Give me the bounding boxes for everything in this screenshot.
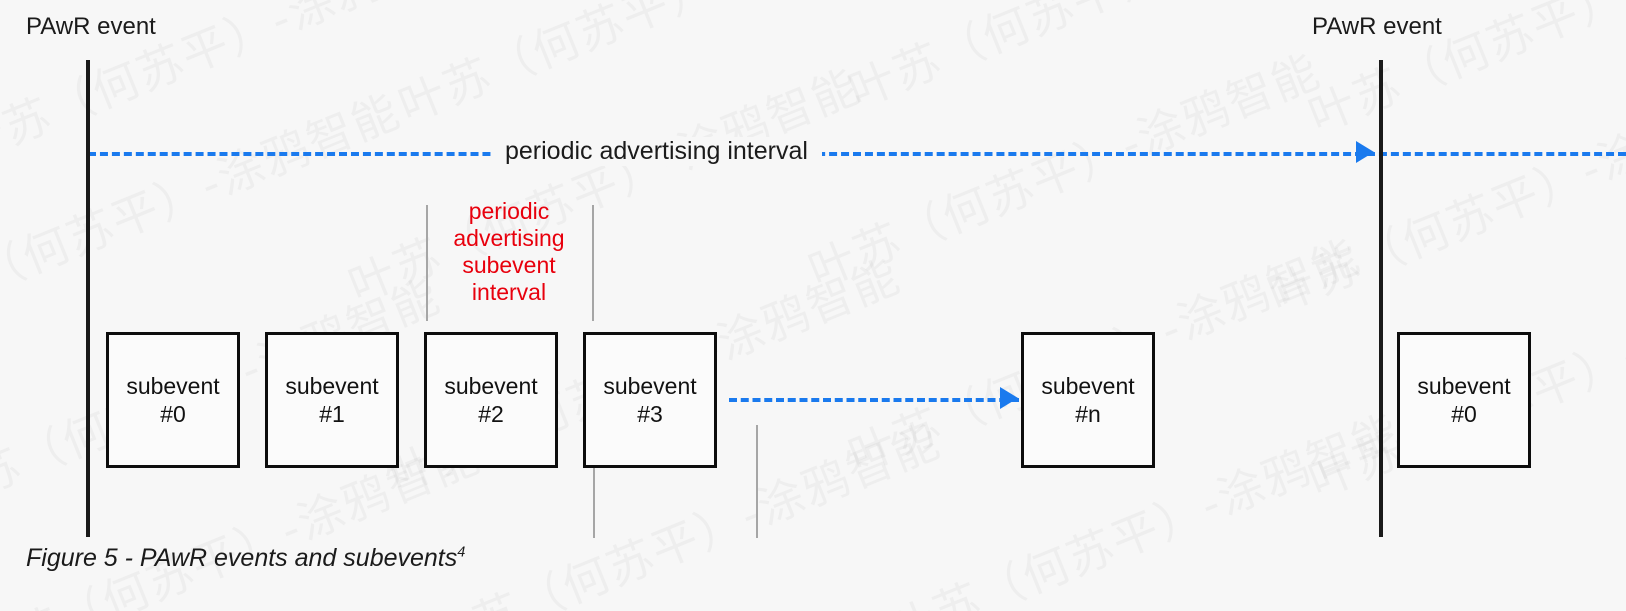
watermark-text: 叶苏（何苏平）-涂鸦智能 — [388, 0, 920, 136]
subevent-interval-label-line-2: advertising — [453, 224, 565, 251]
figure-caption: Figure 5 - PAwR events and subevents4 — [26, 544, 465, 573]
periodic-advertising-interval-line — [88, 152, 1626, 156]
subevent-box-3-number: #3 — [637, 401, 663, 427]
subevent-box-1[interactable]: subevent #1 — [265, 332, 399, 468]
periodic-advertising-subevent-interval-label: periodic advertising subevent interval — [429, 198, 589, 306]
subevent-box-next-event-0[interactable]: subevent #0 — [1397, 332, 1531, 468]
subevent-interval-guide-lower-right — [756, 425, 758, 538]
watermark-text: 叶苏（何苏平）-涂鸦智能 — [0, 420, 489, 611]
subevent-interval-guide-lower-left — [593, 425, 595, 538]
subevent-box-3-name: subevent — [603, 372, 697, 399]
pawr-event-label-left: PAwR event — [26, 13, 156, 40]
subevent-box-0[interactable]: subevent #0 — [106, 332, 240, 468]
subevent-box-1-name: subevent — [285, 372, 379, 399]
subevent-box-0-number: #0 — [160, 401, 186, 427]
subevent-box-n-name: subevent — [1041, 372, 1135, 399]
subevent-box-0-name: subevent — [126, 372, 220, 399]
periodic-advertising-interval-arrowhead — [1356, 141, 1374, 163]
watermark-text: 叶苏（何苏平）-涂鸦智能 — [1258, 60, 1626, 326]
subevent-interval-guide-upper-left — [426, 205, 428, 321]
subevent-box-2-name: subevent — [444, 372, 538, 399]
periodic-advertising-interval-label: periodic advertising interval — [491, 137, 822, 166]
watermark-text: 叶苏（何苏平）-涂鸦智能 — [838, 0, 1370, 121]
subevent-interval-guide-upper-right — [592, 205, 594, 321]
pawr-event-label-right: PAwR event — [1312, 13, 1442, 40]
subevent-box-1-number: #1 — [319, 401, 345, 427]
pawr-event-line-left — [86, 60, 90, 537]
watermark-text: 叶苏（何苏平）-涂鸦智能 — [338, 50, 870, 316]
subevent-box-n-number: #n — [1075, 401, 1101, 427]
figure-caption-text: Figure 5 - PAwR events and subevents — [26, 544, 458, 572]
subevent-box-n[interactable]: subevent #n — [1021, 332, 1155, 468]
subevent-interval-label-line-4: interval — [471, 278, 547, 305]
subevent-continuation-arrowhead — [1000, 387, 1018, 409]
subevent-box-next-event-0-number: #0 — [1451, 401, 1477, 427]
subevent-interval-label-line-3: subevent — [462, 251, 556, 278]
watermark-text: 叶苏（何苏平）-涂鸦智能 — [0, 75, 409, 341]
pawr-event-line-right — [1379, 60, 1383, 537]
subevent-box-next-event-0-name: subevent — [1417, 372, 1511, 399]
subevent-box-2-number: #2 — [478, 401, 504, 427]
watermark-text: 叶苏（何苏平）-涂鸦智能 — [798, 35, 1330, 301]
subevent-box-3[interactable]: subevent #3 — [583, 332, 717, 468]
figure-caption-footnote-marker: 4 — [457, 544, 466, 561]
subevent-interval-label-line-1: periodic — [468, 198, 550, 224]
subevent-continuation-dashed-line — [729, 398, 1019, 402]
subevent-box-2[interactable]: subevent #2 — [424, 332, 558, 468]
